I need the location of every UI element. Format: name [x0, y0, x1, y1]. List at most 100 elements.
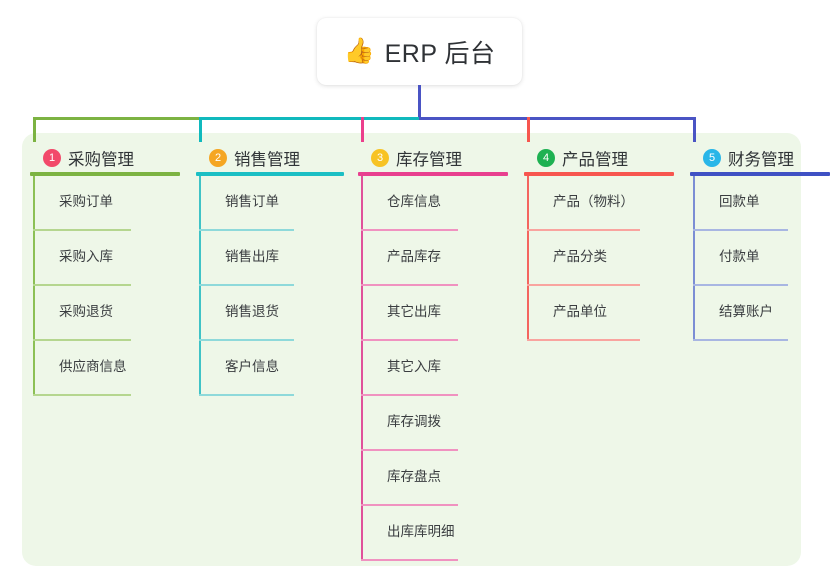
leaf-item-rule [361, 449, 458, 451]
leaf-item-rule [361, 284, 458, 286]
leaf-item[interactable]: 客户信息 [196, 341, 344, 396]
column-title: 产品管理 [562, 151, 628, 169]
leaf-item-rule [527, 339, 640, 341]
leaf-item-rule [361, 339, 458, 341]
leaf-item-label: 供应商信息 [59, 359, 127, 374]
column-trunk-line [199, 176, 201, 396]
leaf-item-rule [33, 339, 131, 341]
leaf-item[interactable]: 出库库明细 [358, 506, 508, 561]
column-3: 3 库存管理仓库信息产品库存其它出库其它入库库存调拨库存盘点出库库明细 [358, 140, 508, 561]
column-trunk-line [361, 176, 363, 561]
column-header-rule [30, 172, 180, 176]
leaf-item-rule [33, 394, 131, 396]
leaf-item[interactable]: 供应商信息 [30, 341, 180, 396]
leaf-item-rule [361, 559, 458, 561]
leaf-item[interactable]: 结算账户 [690, 286, 830, 341]
leaf-item[interactable]: 产品（物料） [524, 176, 674, 231]
column-number-badge: 1 [43, 149, 61, 167]
leaf-item-rule [199, 394, 294, 396]
column-header-rule [690, 172, 830, 176]
leaf-item-rule [199, 284, 294, 286]
leaf-item-label: 出库库明细 [387, 524, 455, 539]
drop-line-2 [199, 117, 202, 142]
column-header-rule [358, 172, 508, 176]
leaf-item-label: 产品（物料） [553, 194, 634, 209]
column-title: 采购管理 [68, 151, 134, 169]
leaf-item-label: 仓库信息 [387, 194, 441, 209]
bus-segment-3 [419, 117, 696, 120]
leaf-item-label: 产品分类 [553, 249, 607, 264]
leaf-item[interactable]: 库存调拨 [358, 396, 508, 451]
leaf-item[interactable]: 其它出库 [358, 286, 508, 341]
leaf-item-rule [361, 504, 458, 506]
leaf-item-rule [527, 284, 640, 286]
leaf-item-label: 销售出库 [225, 249, 279, 264]
leaf-item[interactable]: 采购订单 [30, 176, 180, 231]
column-title: 销售管理 [234, 151, 300, 169]
drop-line-4 [527, 117, 530, 142]
leaf-item-rule [199, 229, 294, 231]
leaf-item[interactable]: 仓库信息 [358, 176, 508, 231]
column-number-badge: 5 [703, 149, 721, 167]
leaf-item-label: 付款单 [719, 249, 760, 264]
leaf-item-label: 销售订单 [225, 194, 279, 209]
leaf-item-rule [199, 339, 294, 341]
leaf-item-label: 结算账户 [719, 304, 773, 319]
drop-line-3 [361, 117, 364, 142]
leaf-item-label: 采购入库 [59, 249, 113, 264]
column-trunk-line [527, 176, 529, 341]
leaf-item-rule [361, 394, 458, 396]
leaf-item-rule [33, 284, 131, 286]
leaf-item-rule [693, 229, 788, 231]
column-title: 库存管理 [396, 151, 462, 169]
column-header-5[interactable]: 5 财务管理 [690, 140, 830, 176]
leaf-item[interactable]: 产品库存 [358, 231, 508, 286]
leaf-item-label: 回款单 [719, 194, 760, 209]
leaf-item-label: 产品单位 [553, 304, 607, 319]
leaf-item[interactable]: 销售订单 [196, 176, 344, 231]
leaf-item-label: 库存调拨 [387, 414, 441, 429]
leaf-item[interactable]: 产品单位 [524, 286, 674, 341]
leaf-item[interactable]: 销售出库 [196, 231, 344, 286]
leaf-item[interactable]: 付款单 [690, 231, 830, 286]
column-number-badge: 3 [371, 149, 389, 167]
root-node-card[interactable]: 👍 ERP 后台 [317, 18, 522, 85]
leaf-item[interactable]: 销售退货 [196, 286, 344, 341]
bus-segment-2 [199, 117, 419, 120]
column-trunk-line [693, 176, 695, 341]
leaf-item-label: 采购退货 [59, 304, 113, 319]
leaf-item-label: 库存盘点 [387, 469, 441, 484]
leaf-item-label: 采购订单 [59, 194, 113, 209]
column-title: 财务管理 [728, 151, 794, 169]
leaf-item-rule [693, 339, 788, 341]
root-stem-line [418, 85, 421, 120]
root-node-title: ERP 后台 [384, 39, 496, 68]
leaf-item-label: 产品库存 [387, 249, 441, 264]
leaf-item-rule [361, 229, 458, 231]
column-1: 1 采购管理采购订单采购入库采购退货供应商信息 [30, 140, 180, 396]
leaf-item[interactable]: 库存盘点 [358, 451, 508, 506]
leaf-item[interactable]: 回款单 [690, 176, 830, 231]
leaf-item-rule [693, 284, 788, 286]
leaf-item-rule [527, 229, 640, 231]
leaf-item-label: 销售退货 [225, 304, 279, 319]
column-header-rule [196, 172, 344, 176]
thumbs-up-icon: 👍 [343, 37, 375, 65]
column-header-3[interactable]: 3 库存管理 [358, 140, 508, 176]
column-number-badge: 4 [537, 149, 555, 167]
bus-segment-1 [33, 117, 202, 120]
leaf-item[interactable]: 采购退货 [30, 286, 180, 341]
diagram-panel [22, 133, 801, 566]
column-header-1[interactable]: 1 采购管理 [30, 140, 180, 176]
leaf-item[interactable]: 采购入库 [30, 231, 180, 286]
column-5: 5 财务管理回款单付款单结算账户 [690, 140, 830, 341]
column-header-4[interactable]: 4 产品管理 [524, 140, 674, 176]
column-header-rule [524, 172, 674, 176]
leaf-item-label: 客户信息 [225, 359, 279, 374]
leaf-item-label: 其它入库 [387, 359, 441, 374]
leaf-item[interactable]: 其它入库 [358, 341, 508, 396]
leaf-item[interactable]: 产品分类 [524, 231, 674, 286]
leaf-item-rule [33, 229, 131, 231]
column-trunk-line [33, 176, 35, 396]
